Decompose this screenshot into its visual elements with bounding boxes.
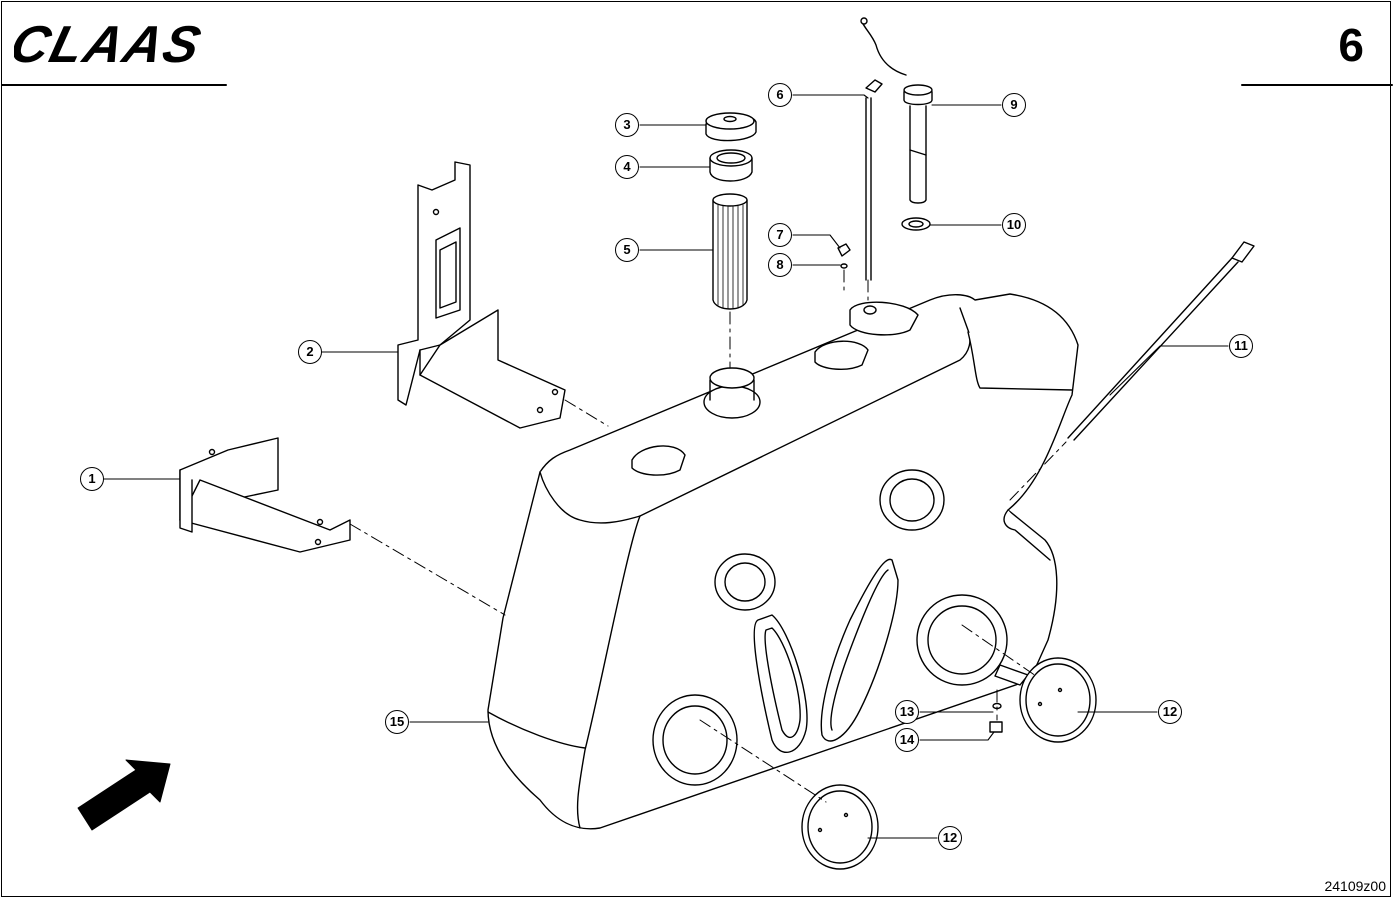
callout-9: 9 bbox=[1002, 93, 1026, 117]
cover-plate-part bbox=[801, 784, 879, 870]
callout-14: 14 bbox=[895, 728, 919, 752]
arrow-icon bbox=[77, 759, 171, 831]
callout-3: 3 bbox=[615, 113, 639, 137]
leader-lines bbox=[103, 94, 1229, 839]
callout-15: 15 bbox=[385, 710, 409, 734]
callout-5: 5 bbox=[615, 238, 639, 262]
callout-4: 4 bbox=[615, 155, 639, 179]
fuel-tank-part bbox=[487, 293, 1079, 830]
return-pipe-part bbox=[1067, 241, 1255, 441]
callout-12: 12 bbox=[938, 826, 962, 850]
bracket-lower-part bbox=[179, 437, 351, 553]
filler-cap-part bbox=[705, 112, 757, 142]
fuel-sender-part bbox=[903, 84, 933, 204]
callout-12: 12 bbox=[1158, 700, 1182, 724]
strainer-part bbox=[712, 193, 748, 310]
callout-10: 10 bbox=[1002, 213, 1026, 237]
breather-fitting-part bbox=[837, 243, 851, 269]
filler-ring-part bbox=[709, 149, 753, 182]
callout-13: 13 bbox=[895, 700, 919, 724]
assembly-lines bbox=[349, 269, 1067, 803]
cover-plate-part bbox=[1019, 657, 1097, 743]
svg-text:CLAAS: CLAAS bbox=[14, 20, 208, 70]
gauge-rod-part bbox=[860, 17, 907, 281]
callout-6: 6 bbox=[768, 83, 792, 107]
claas-logo: CLAAS bbox=[14, 20, 208, 70]
drawing-reference: 24109z00 bbox=[1324, 878, 1386, 894]
callout-11: 11 bbox=[1229, 334, 1253, 358]
callout-7: 7 bbox=[768, 223, 792, 247]
callout-8: 8 bbox=[768, 253, 792, 277]
drain-plug-part bbox=[989, 702, 1003, 733]
bracket-upper-part bbox=[397, 161, 566, 429]
sender-seal-part bbox=[901, 217, 931, 231]
callout-2: 2 bbox=[298, 340, 322, 364]
page-number: 6 bbox=[1338, 19, 1364, 71]
callout-1: 1 bbox=[80, 467, 104, 491]
